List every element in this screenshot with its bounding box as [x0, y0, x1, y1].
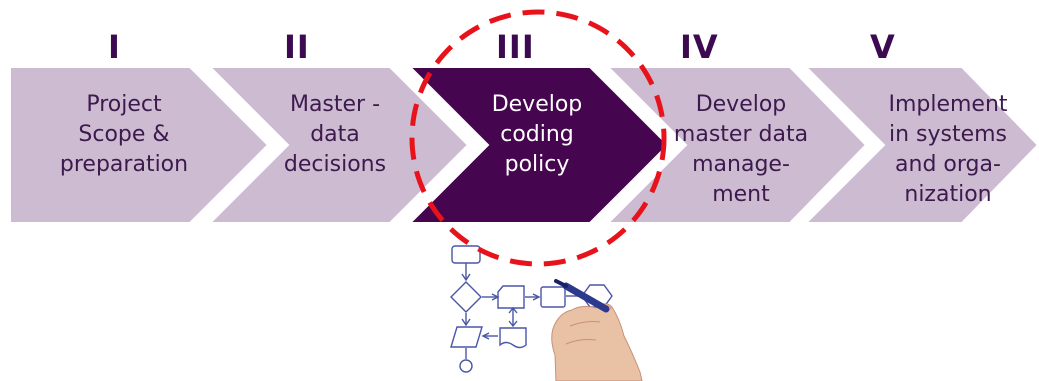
- step-numeral-4: IV: [680, 28, 719, 66]
- step-label-1: Project Scope & preparation: [59, 92, 189, 177]
- sketch-document-shape: [499, 327, 527, 349]
- sketch-end-circle: [459, 359, 473, 373]
- flowchart-sketch-illustration: [450, 245, 613, 373]
- sketch-io-parallelogram: [450, 326, 483, 348]
- sketch-start-box: [451, 245, 481, 264]
- sketch-arrowhead: [532, 293, 541, 301]
- step-numeral-1: I: [108, 28, 121, 66]
- chevron-group: [9, 66, 1039, 224]
- hand-skin: [551, 303, 643, 381]
- chevron-step-5[interactable]: [803, 66, 1039, 224]
- sketch-decision-diamond: [450, 281, 482, 313]
- chevron-step-1[interactable]: [9, 66, 270, 224]
- highlight-dashed-circle: [409, 9, 667, 267]
- hand-illustration: [551, 279, 643, 381]
- step-label-3: Develop coding policy: [491, 92, 583, 177]
- finger-crease: [565, 339, 597, 345]
- step-numeral-2: II: [284, 28, 310, 66]
- step-label-2: Master - data decisions: [283, 92, 387, 177]
- chevron-step-3[interactable]: [407, 66, 670, 224]
- sketch-box: [540, 286, 566, 308]
- step-numeral-3: III: [496, 28, 535, 66]
- sketch-arrowhead: [508, 320, 518, 328]
- pen-tip: [554, 279, 568, 288]
- sketch-arrowhead: [508, 306, 518, 314]
- chevron-step-2[interactable]: [207, 66, 470, 224]
- step-label-5: Implement in systems and orga- nization: [888, 92, 1008, 207]
- sketch-arrowhead: [461, 318, 471, 327]
- sketch-process-box: [497, 285, 525, 309]
- finger-crease: [569, 321, 601, 327]
- sketch-arrowhead: [481, 332, 490, 340]
- chevron-step-4[interactable]: [605, 66, 868, 224]
- sketch-arrowhead: [461, 273, 471, 282]
- step-numeral-5: V: [870, 28, 896, 66]
- step-label-4: Develop master data manage- ment: [673, 92, 809, 207]
- pen-body: [562, 282, 610, 313]
